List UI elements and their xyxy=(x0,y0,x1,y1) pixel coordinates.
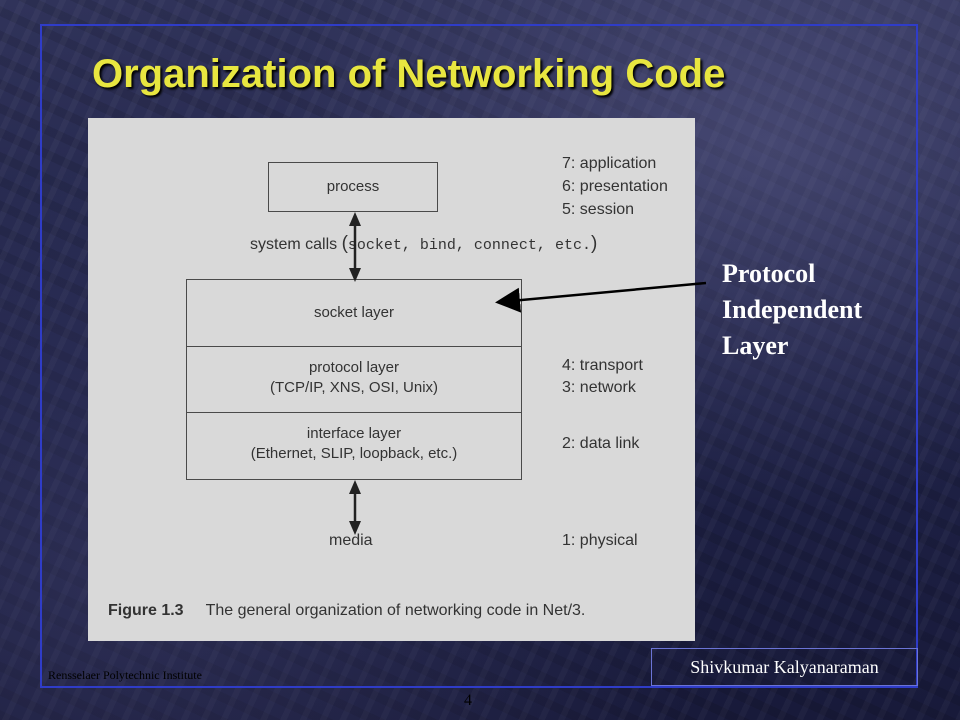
protocol-layer-examples: (TCP/IP, XNS, OSI, Unix) xyxy=(269,379,439,396)
process-box: process xyxy=(268,162,438,212)
page-number: 4 xyxy=(464,692,472,709)
figure-caption-number: Figure 1.3 xyxy=(108,602,184,619)
figure-caption-text: The general organization of networking c… xyxy=(205,602,586,619)
figure-panel: process system calls (socket, bind, conn… xyxy=(88,118,695,641)
system-calls-label: system calls (socket, bind, connect, etc… xyxy=(250,233,598,254)
slide-title: Organization of Networking Code xyxy=(92,52,726,96)
protocol-layer-label: protocol layer xyxy=(308,359,400,376)
osi-middle-layers: 4: transport 3: network xyxy=(562,357,643,396)
figure-caption: Figure 1.3 The general organization of ne… xyxy=(108,600,585,622)
socket-layer-box: socket layer xyxy=(186,279,522,347)
osi-physical: 1: physical xyxy=(562,532,638,549)
media-label: media xyxy=(329,532,373,549)
institution-footer: Rensselaer Polytechnic Institute xyxy=(48,668,202,682)
protocol-independent-layer-label: Protocol Independent Layer xyxy=(722,259,863,360)
interface-layer-label: interface layer xyxy=(306,425,402,442)
system-calls-list: socket, bind, connect, etc. xyxy=(347,237,591,254)
osi-data-link: 2: data link xyxy=(562,435,640,452)
author-footer: Shivkumar Kalyanaraman xyxy=(651,648,918,686)
interface-layer-examples: (Ethernet, SLIP, loopback, etc.) xyxy=(250,445,458,462)
protocol-layer-box: protocol layer (TCP/IP, XNS, OSI, Unix) xyxy=(186,346,522,413)
osi-upper-layers: 7: application 6: presentation 5: sessio… xyxy=(562,155,668,218)
slide-frame xyxy=(40,24,918,688)
process-label: process xyxy=(326,178,380,195)
interface-layer-box: interface layer (Ethernet, SLIP, loopbac… xyxy=(186,412,522,480)
socket-layer-label: socket layer xyxy=(313,304,395,321)
